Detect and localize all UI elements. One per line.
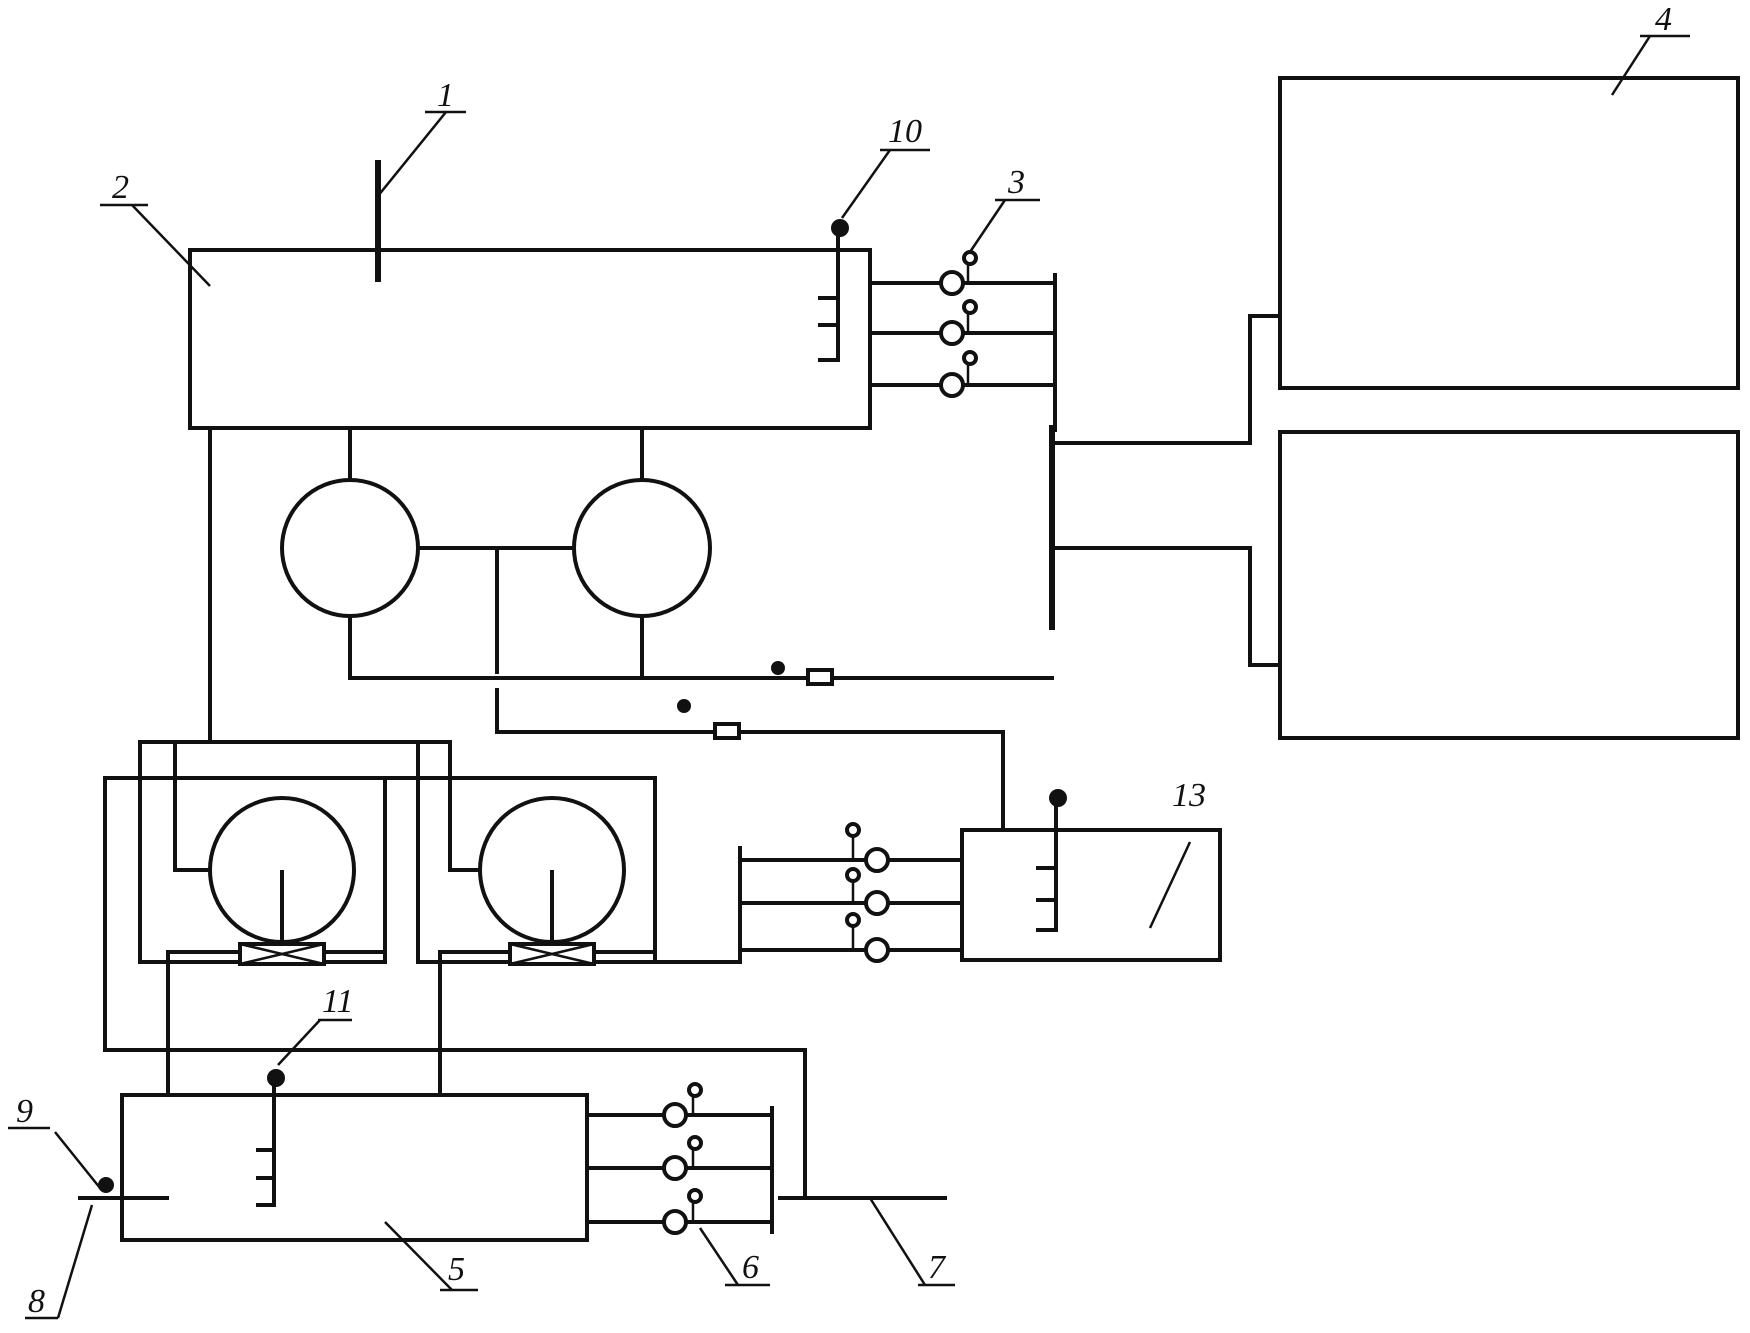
lower-tank xyxy=(120,1093,589,1242)
pump-group-middle xyxy=(653,822,964,964)
label-13: 13 xyxy=(1172,777,1206,814)
level-gauge-lower xyxy=(256,1069,285,1207)
level-gauge-upper xyxy=(818,219,849,362)
tank-13 xyxy=(960,828,1222,962)
label-11: 11 xyxy=(322,983,353,1020)
label-1: 1 xyxy=(437,77,454,114)
label-8: 8 xyxy=(28,1283,45,1320)
sphere-upper-left xyxy=(280,478,420,618)
label-7: 7 xyxy=(928,1249,947,1286)
label-9: 9 xyxy=(16,1093,33,1130)
sphere-upper-right xyxy=(572,478,712,618)
storage-unit-bottom xyxy=(1278,430,1740,740)
upper-tank xyxy=(188,248,872,430)
label-4: 4 xyxy=(1655,1,1672,38)
pump-group-upper xyxy=(868,250,1057,432)
storage-unit-top xyxy=(1278,76,1740,390)
label-10: 10 xyxy=(888,113,922,150)
middle-loop xyxy=(103,740,807,1052)
pump-group-lower xyxy=(585,1082,774,1235)
label-6: 6 xyxy=(742,1249,759,1286)
label-3: 3 xyxy=(1007,164,1025,201)
inlet-valve xyxy=(98,1177,114,1193)
label-5: 5 xyxy=(448,1251,465,1288)
leader-lines xyxy=(8,34,1690,1320)
level-gauge-13 xyxy=(1036,789,1067,932)
label-2: 2 xyxy=(112,169,129,206)
